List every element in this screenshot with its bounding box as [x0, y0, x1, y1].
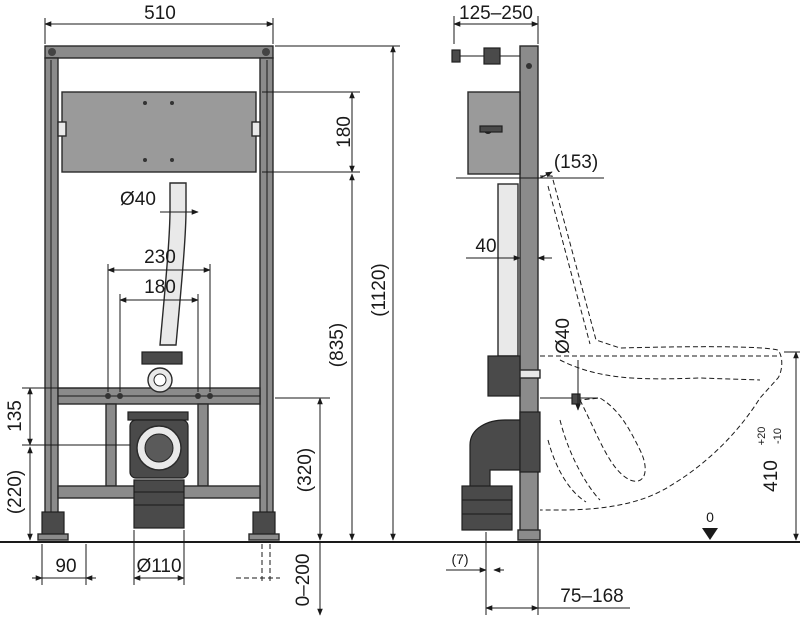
dim-depth-adjust: 125–250: [459, 3, 533, 24]
dim-floor-adjust: 0–200: [293, 554, 314, 607]
dim-seat-height: 410: [761, 460, 782, 492]
toilet-bowl-outline: [540, 175, 783, 511]
dim-pipe-diameter-front: Ø40: [120, 189, 156, 210]
dim-mount-height: (835): [327, 323, 348, 367]
drain-outlet: [133, 479, 185, 529]
dim-320: (320): [295, 448, 316, 492]
dim-drain: Ø110: [136, 556, 181, 577]
floor-zero-marker: [702, 528, 718, 540]
side-cistern: [467, 91, 521, 175]
dim-foot: 90: [55, 556, 76, 577]
dim-panel-height: 180: [334, 116, 355, 148]
side-flush-outlet: [487, 355, 521, 397]
side-view: 125–250 (153) 40 Ø40 410 +20 -10 0 (7) 7…: [446, 3, 800, 615]
front-view: 510 180 (1120) (835) Ø40 230 180 135: [5, 3, 400, 616]
dim-floor-zero: 0: [706, 509, 714, 525]
frame-bolt-left: [48, 48, 56, 56]
cistern-panel: [61, 91, 257, 173]
dim-tol-plus: +20: [756, 427, 768, 446]
frame-bolt-right: [262, 48, 270, 56]
dim-220: (220): [5, 470, 26, 514]
dim-135: 135: [5, 400, 26, 432]
dim-bolt-spacing-outer: 230: [144, 247, 176, 268]
frame-top-beam: [44, 45, 274, 59]
dim-width-top: 510: [144, 3, 176, 24]
dim-bolt-spacing-inner: 180: [144, 277, 176, 298]
frame-foot-left: [41, 511, 65, 535]
dim-pipe-diameter-side: Ø40: [553, 318, 574, 354]
dim-total-height: (1120): [369, 263, 390, 317]
dim-tol-minus: -10: [772, 428, 784, 444]
dim-153: (153): [554, 152, 598, 173]
frame-foot-right: [252, 511, 276, 535]
flush-pipe: [159, 182, 187, 346]
dim-wall-offset: 75–168: [560, 586, 623, 607]
dim-7: (7): [451, 551, 468, 567]
dim-40-side: 40: [475, 236, 496, 257]
